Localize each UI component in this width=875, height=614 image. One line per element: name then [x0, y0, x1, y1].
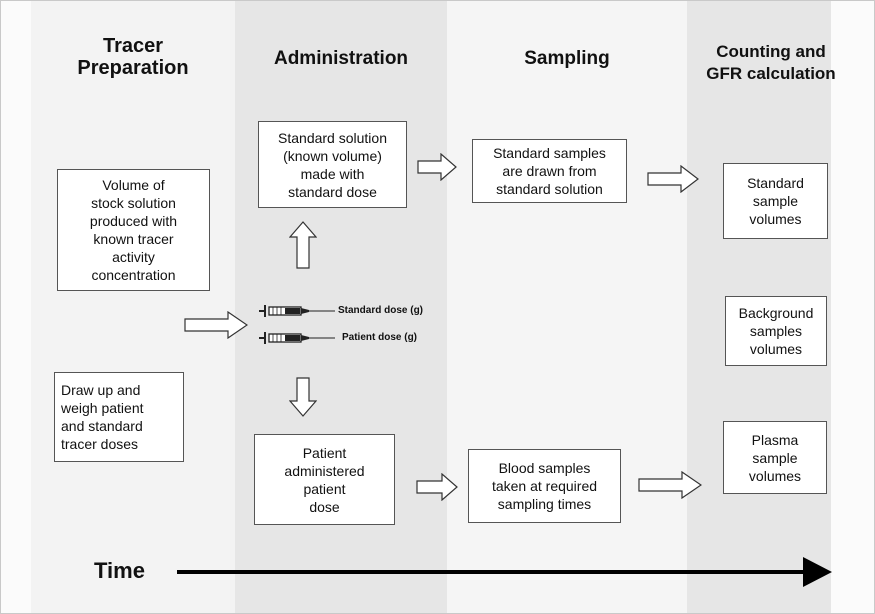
box-patient-administered: Patient administered patient dose — [254, 434, 395, 525]
column-title-tracer-preparation: Tracer Preparation — [77, 35, 189, 79]
patient-dose-label: Patient dose (g) — [342, 332, 418, 343]
box-stock-solution: Volume of stock solution produced with k… — [57, 169, 210, 291]
box-blood-samples: Blood samples taken at required sampling… — [468, 449, 621, 523]
time-arrow-icon — [177, 557, 832, 587]
arrow-up-icon — [289, 221, 317, 269]
standard-dose-label: Standard dose (g) — [338, 305, 424, 316]
box-background-samples-volumes: Background samples volumes — [725, 296, 827, 366]
arrow-right-icon — [647, 165, 699, 193]
column-band-tracer-preparation — [31, 1, 235, 613]
arrow-right-icon — [417, 153, 457, 181]
column-title-sampling: Sampling — [524, 48, 610, 69]
syringe-icon — [259, 305, 335, 317]
box-draw-up-doses: Draw up and weigh patient and standard t… — [54, 372, 184, 462]
arrow-down-icon — [289, 377, 317, 417]
column-title-administration: Administration — [273, 48, 409, 69]
box-standard-sample-volumes: Standard sample volumes — [723, 163, 828, 239]
column-title-counting: Counting and GFR calculation — [706, 42, 836, 83]
arrow-right-icon — [416, 473, 458, 501]
syringe-icon — [259, 332, 335, 344]
box-standard-samples: Standard samples are drawn from standard… — [472, 139, 627, 203]
box-plasma-sample-volumes: Plasma sample volumes — [723, 421, 827, 494]
arrow-right-icon — [638, 471, 702, 499]
time-label: Time — [94, 558, 145, 583]
arrow-right-icon — [184, 311, 248, 339]
box-standard-solution: Standard solution (known volume) made wi… — [258, 121, 407, 208]
